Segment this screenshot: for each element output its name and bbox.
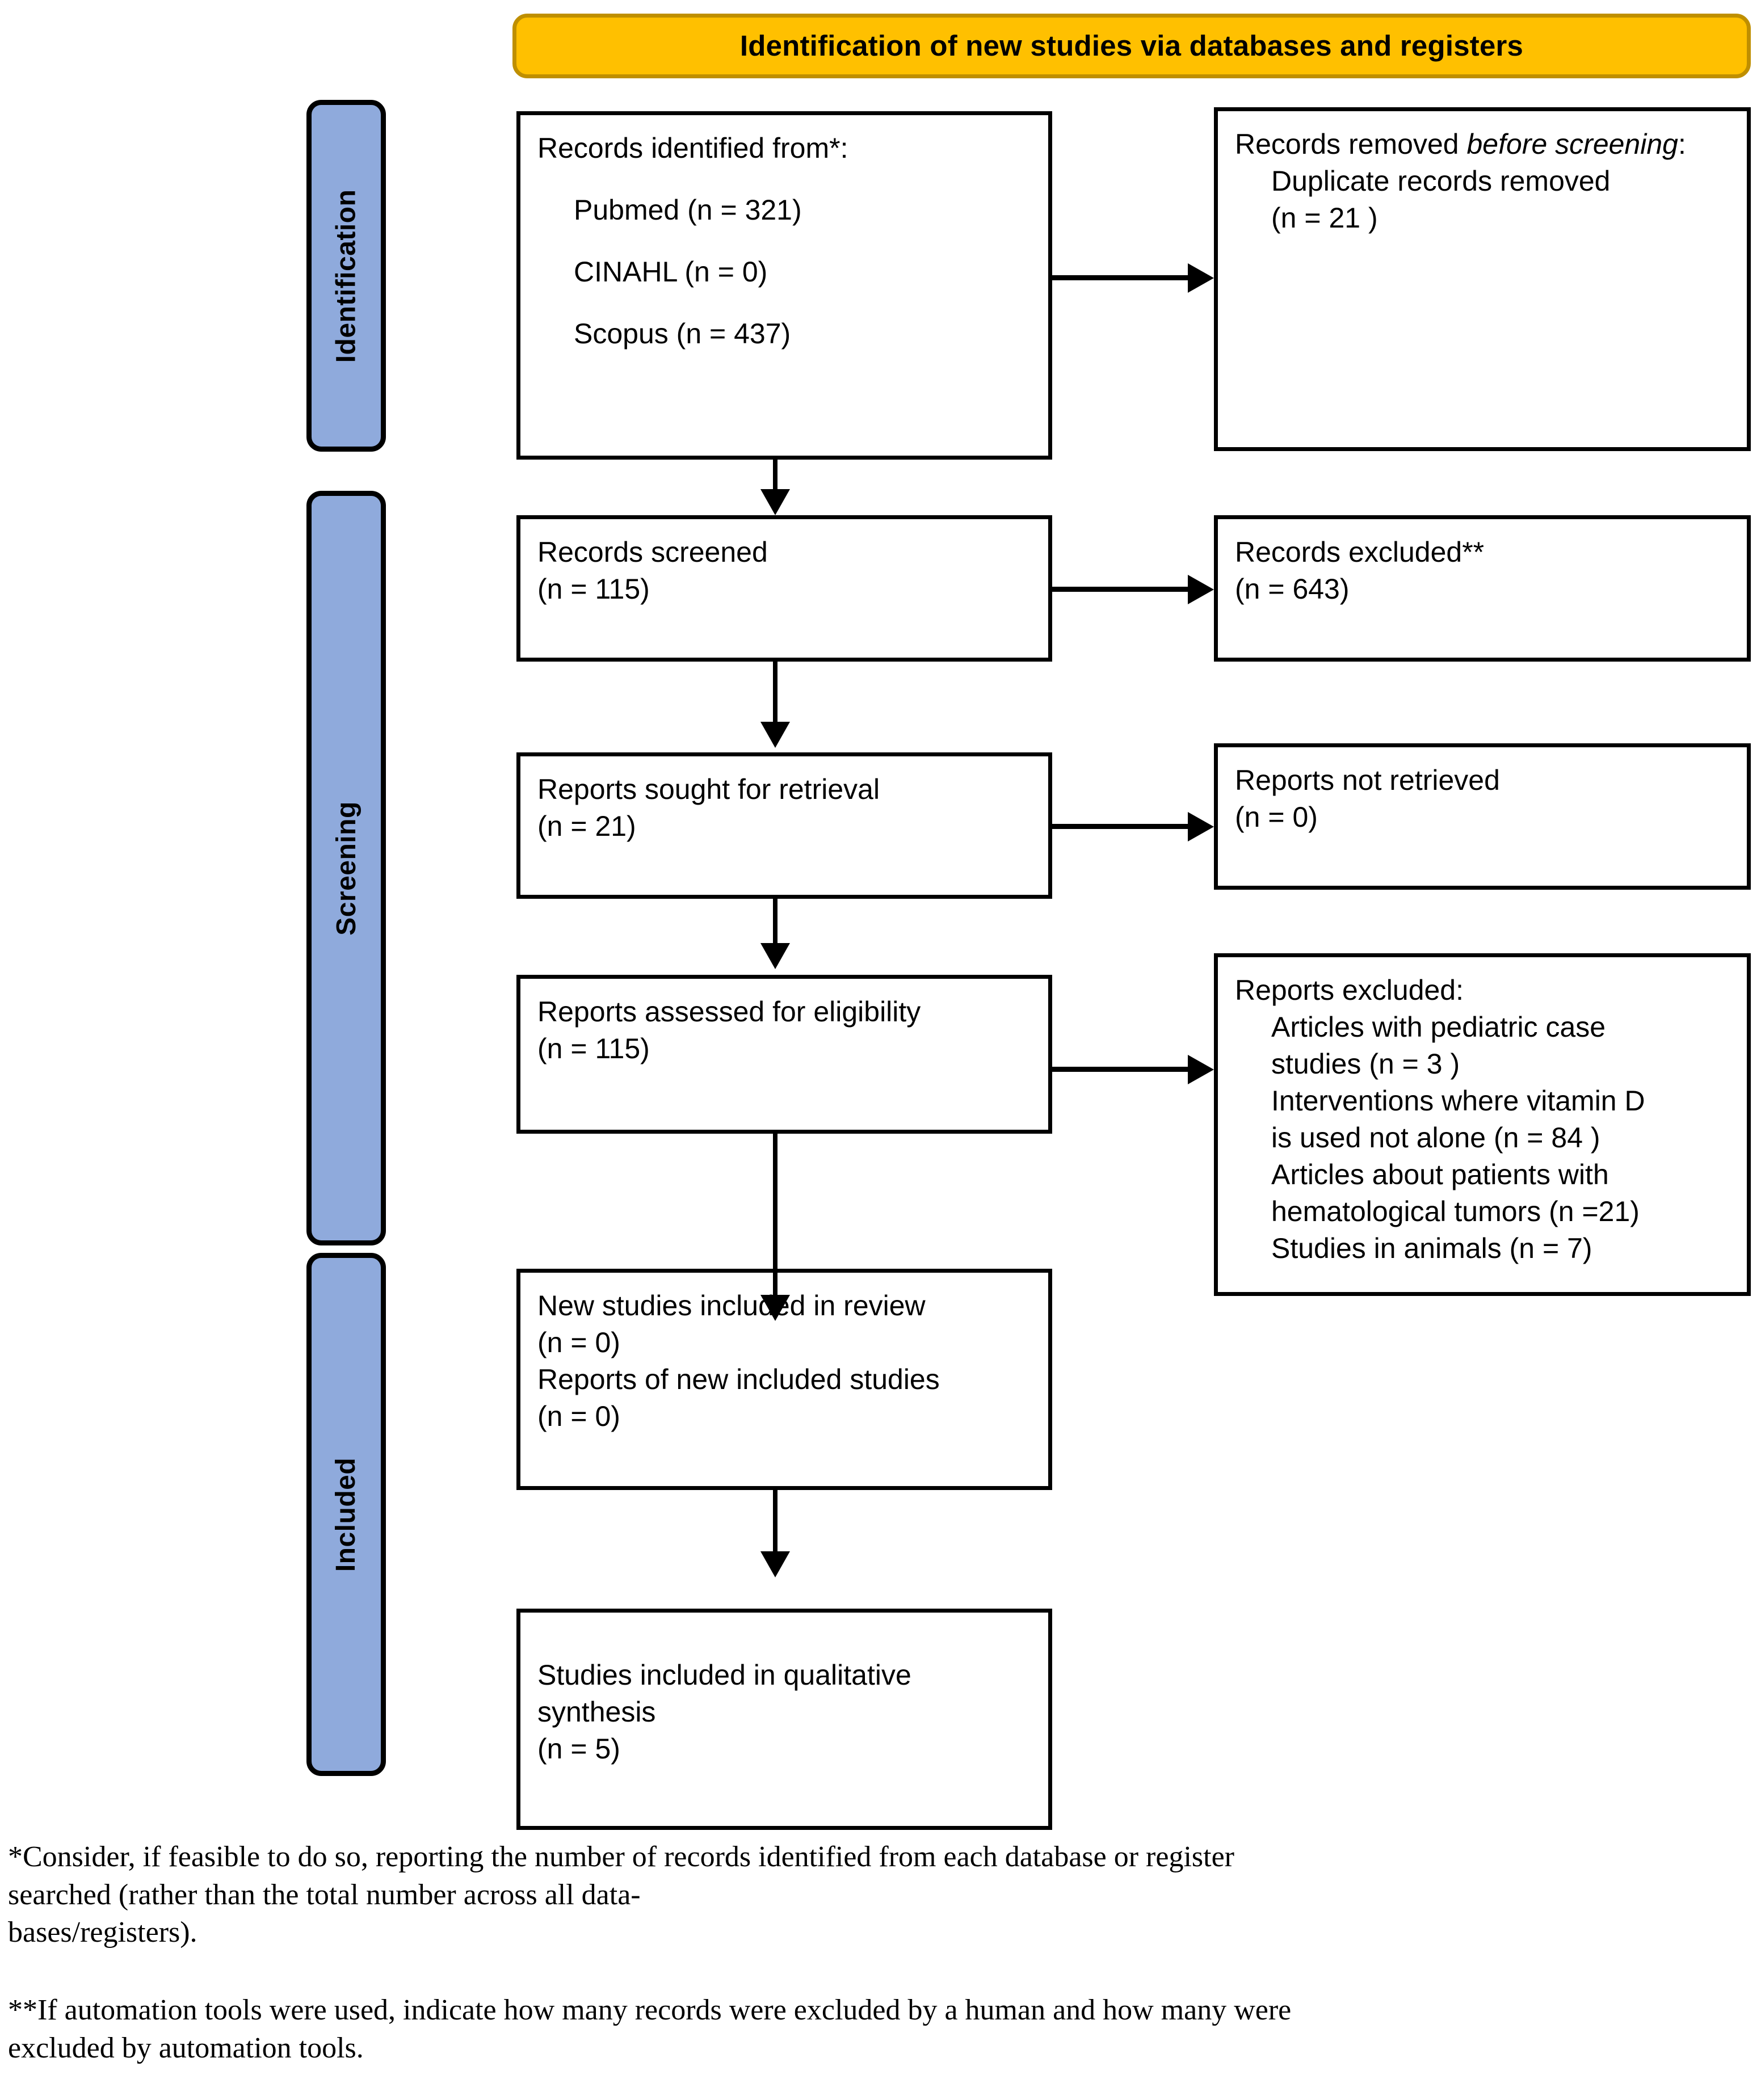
arrowhead-assessed-to-new-studies [760, 1295, 790, 1321]
connector-sought-to-not-retrieved [1052, 824, 1188, 829]
connector-screened-to-excluded [1052, 587, 1188, 592]
arrowhead-assessed-to-excluded [1188, 1055, 1214, 1084]
phase-banner-identification: Identification of new studies via databa… [512, 14, 1751, 78]
reports-excluded-title: Reports excluded: [1235, 974, 1464, 1006]
new-studies-included-count: (n = 0) [537, 1327, 620, 1358]
records-identified-source-scopus: Scopus (n = 437) [574, 318, 791, 350]
records-removed-title: Records removed before screening: [1235, 126, 1731, 163]
box-records-identified: Records identified from*: Pubmed (n = 32… [516, 111, 1052, 460]
footnote-single-asterisk: *Consider, if feasible to do so, reporti… [8, 1841, 1234, 1949]
box-reports-assessed-for-eligibility: Reports assessed for eligibility (n = 11… [516, 975, 1052, 1134]
records-identified-source-cinahl: CINAHL (n = 0) [574, 256, 768, 288]
reports-not-retrieved-count: (n = 0) [1235, 801, 1318, 833]
records-excluded-title: Records excluded** [1235, 536, 1485, 568]
reports-assessed-count: (n = 115) [537, 1033, 650, 1064]
phase-banner-title: Identification of new studies via databa… [739, 29, 1524, 62]
box-reports-sought-for-retrieval: Reports sought for retrieval (n = 21) [516, 752, 1052, 899]
records-screened-count: (n = 115) [537, 573, 650, 605]
box-reports-not-retrieved: Reports not retrieved (n = 0) [1214, 743, 1751, 890]
arrowhead-screened-to-sought [760, 722, 790, 748]
stage-bar-screening-label: Screening [331, 801, 362, 936]
qualitative-synthesis-label-line2: synthesis [537, 1696, 656, 1728]
box-records-screened: Records screened (n = 115) [516, 515, 1052, 662]
reports-sought-title: Reports sought for retrieval [537, 773, 880, 805]
arrowhead-identified-to-screened [760, 489, 790, 515]
records-excluded-count: (n = 643) [1235, 573, 1350, 605]
qualitative-synthesis-count: (n = 5) [537, 1733, 620, 1765]
records-identified-source-pubmed: Pubmed (n = 321) [574, 194, 802, 226]
box-reports-excluded-reasons: Reports excluded: Articles with pediatri… [1214, 953, 1751, 1296]
reports-excluded-reason-3a: Articles about patients with [1271, 1159, 1609, 1190]
connector-identified-to-screened [773, 460, 777, 494]
stage-bar-screening: Screening [306, 491, 386, 1245]
connector-assessed-to-excluded [1052, 1067, 1188, 1072]
reports-excluded-reason-2a: Interventions where vitamin D [1271, 1085, 1645, 1117]
records-removed-title-italic: before screening [1466, 128, 1678, 160]
box-studies-included-qualitative-synthesis: Studies included in qualitative synthesi… [516, 1609, 1052, 1830]
records-removed-title-plain: Records removed [1235, 128, 1467, 160]
reports-of-new-included-studies-count: (n = 0) [537, 1400, 620, 1432]
records-screened-title: Records screened [537, 536, 768, 568]
connector-sought-to-assessed [773, 899, 777, 945]
duplicate-records-removed-label: Duplicate records removed [1271, 165, 1611, 197]
connector-new-studies-to-synthesis [773, 1490, 777, 1554]
arrowhead-new-studies-to-synthesis [760, 1551, 790, 1577]
records-identified-title: Records identified from*: [537, 132, 848, 164]
footnote-double-asterisk: **If automation tools were used, indicat… [8, 1994, 1292, 2064]
records-removed-title-suffix: : [1678, 128, 1686, 160]
reports-excluded-reason-2b: is used not alone (n = 84 ) [1271, 1122, 1600, 1154]
stage-bar-identification: Identification [306, 100, 386, 452]
reports-excluded-reason-1a: Articles with pediatric case [1271, 1011, 1606, 1043]
reports-excluded-reason-1b: studies (n = 3 ) [1271, 1048, 1460, 1080]
connector-screened-to-sought [773, 662, 777, 725]
qualitative-synthesis-label-line1: Studies included in qualitative [537, 1659, 911, 1691]
reports-excluded-reason-4: Studies in animals (n = 7) [1271, 1232, 1592, 1264]
duplicate-records-removed-count: (n = 21 ) [1271, 202, 1378, 234]
stage-bar-included: Included [306, 1253, 386, 1776]
arrowhead-sought-to-not-retrieved [1188, 812, 1214, 841]
connector-identified-to-removed [1052, 275, 1188, 280]
arrowhead-identified-to-removed [1188, 263, 1214, 293]
connector-assessed-to-new-studies [773, 1134, 777, 1298]
reports-assessed-title: Reports assessed for eligibility [537, 996, 921, 1028]
arrowhead-screened-to-excluded [1188, 575, 1214, 604]
stage-bar-included-label: Included [331, 1457, 362, 1572]
box-records-removed-before-screening: Records removed before screening: Duplic… [1214, 107, 1751, 451]
reports-sought-count: (n = 21) [537, 810, 636, 842]
box-records-excluded: Records excluded** (n = 643) [1214, 515, 1751, 662]
stage-bar-identification-label: Identification [331, 189, 362, 363]
reports-of-new-included-studies-label: Reports of new included studies [537, 1363, 940, 1395]
arrowhead-sought-to-assessed [760, 943, 790, 969]
reports-not-retrieved-title: Reports not retrieved [1235, 764, 1500, 796]
reports-excluded-reason-3b: hematological tumors (n =21) [1271, 1196, 1640, 1227]
